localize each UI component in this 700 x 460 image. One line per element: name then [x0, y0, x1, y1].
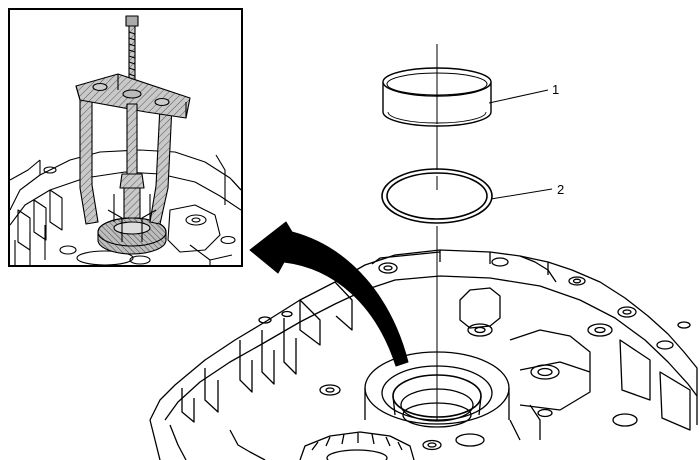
- bearing-cup-icon: [382, 44, 492, 127]
- callout-1-label: 1: [552, 82, 559, 97]
- callout-2-label: 2: [557, 182, 564, 197]
- puller-tool-inset-icon: [8, 8, 243, 267]
- callout-2: 2: [490, 182, 564, 200]
- o-ring-icon: [381, 168, 493, 224]
- curved-arrow-icon: [249, 221, 409, 367]
- callout-1: 1: [488, 82, 559, 104]
- transmission-housing-icon: [149, 249, 698, 460]
